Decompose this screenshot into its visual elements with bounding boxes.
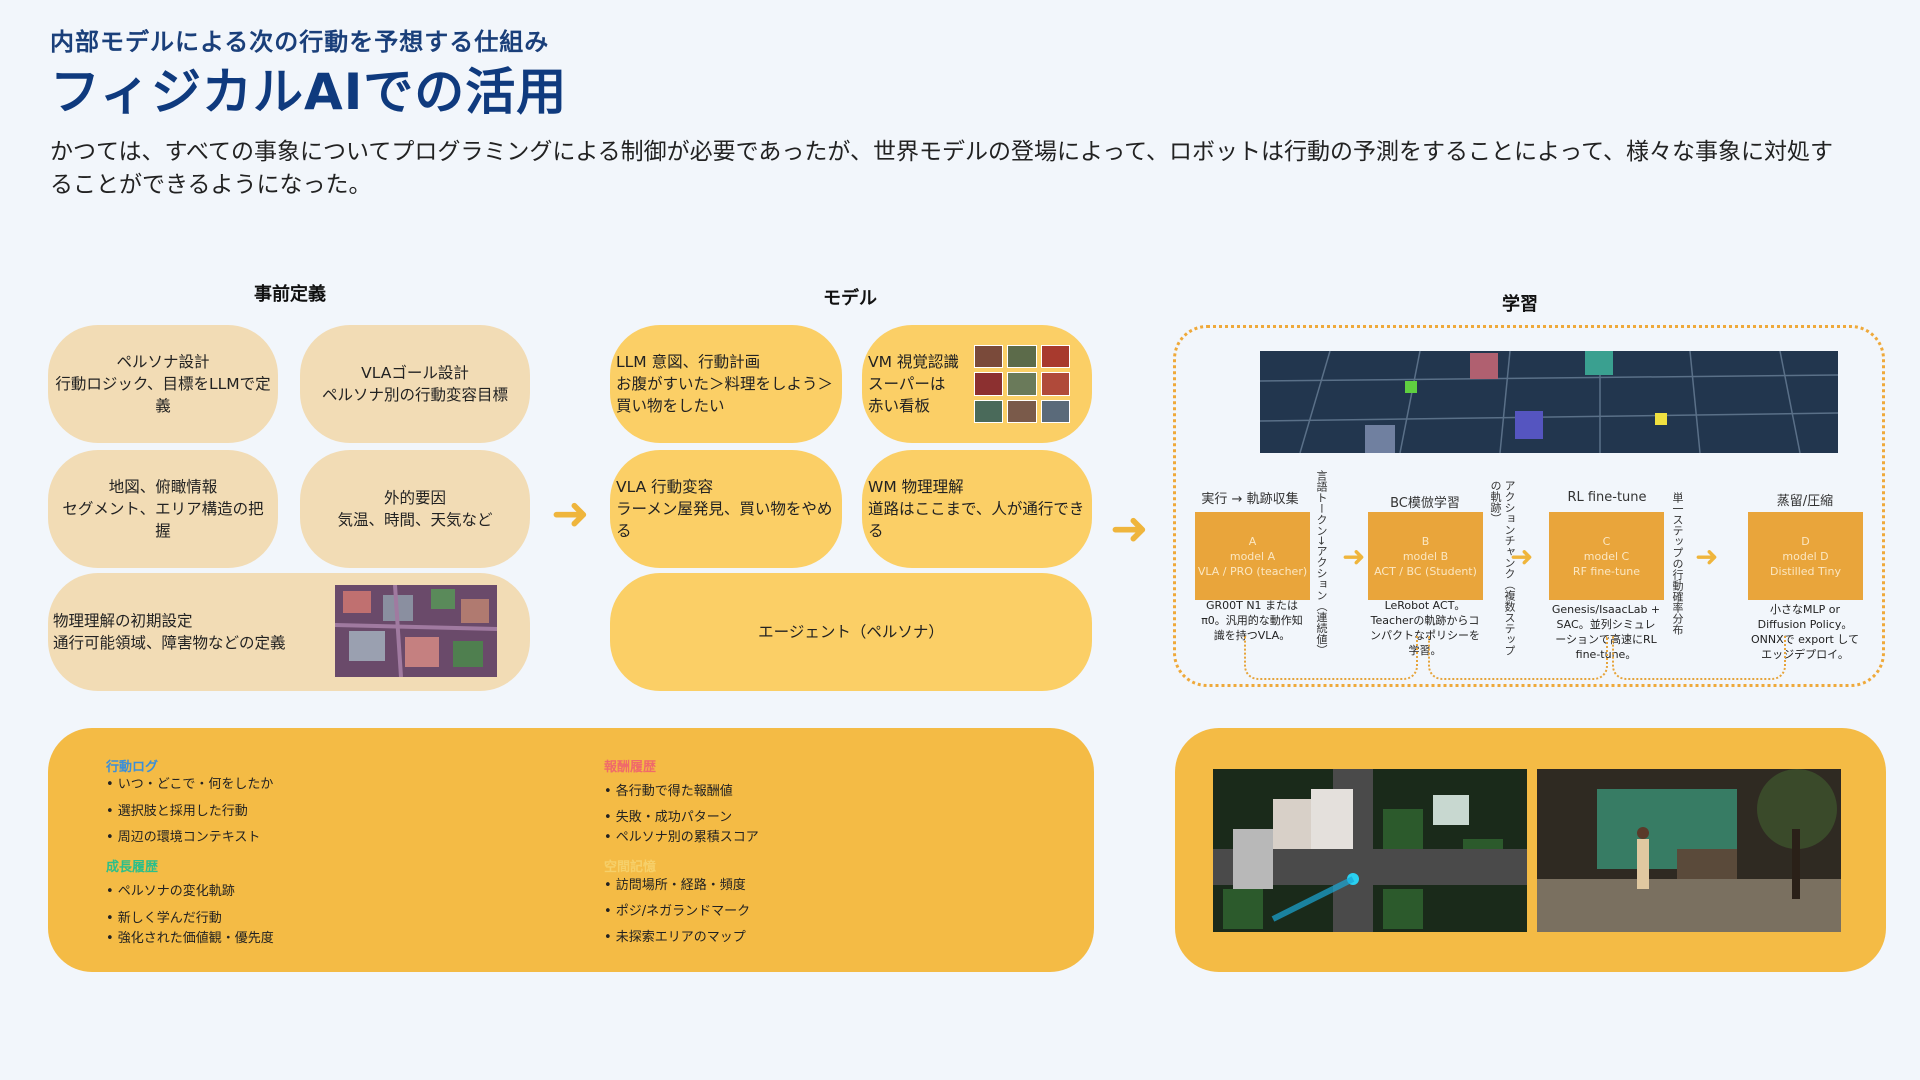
- stage-b-heading: BC模倣学習: [1390, 496, 1460, 511]
- model-a-box: A model A VLA / PRO (teacher): [1195, 512, 1310, 600]
- memory-item: • ペルソナの変化軌跡: [106, 884, 235, 899]
- model-c-box: C model C RF fine-tune: [1549, 512, 1664, 600]
- memory-item: • 周辺の環境コンテキスト: [106, 830, 261, 845]
- stage-a-description: GR00T N1 または π0。汎用的な動作知 識を持つVLA。: [1201, 599, 1303, 642]
- memory-item: • 各行動で得た報酬値: [604, 784, 733, 799]
- storefront-thumbnails-image: [974, 345, 1070, 423]
- section-heading-model: モデル: [823, 288, 877, 309]
- memory-item: • 強化された価値観・優先度: [106, 931, 274, 946]
- memory-item: • ペルソナ別の累積スコア: [604, 830, 759, 845]
- predef-map-info: 地図、俯瞰情報 セグメント、エリア構造の把握: [48, 450, 278, 568]
- memory-item: • 訪問場所・経路・頻度: [604, 878, 746, 893]
- memory-reward-title: 報酬履歴: [604, 760, 657, 775]
- city-simulation-image: [1213, 769, 1527, 932]
- memory-item: • 失敗・成功パターン: [604, 810, 733, 825]
- aerial-map-image: [335, 585, 497, 677]
- arrow-a-to-b-icon: ➜: [1342, 540, 1366, 573]
- label-action-chunk: アクションチャンク（複数ステップの軌跡）: [1489, 480, 1516, 656]
- predef-external-factors: 外的要因 気温、時間、天気など: [300, 450, 530, 568]
- feedback-loop-a-b: [1244, 636, 1418, 680]
- section-heading-learn: 学習: [1502, 294, 1538, 315]
- model-b-box: B model B ACT / BC (Student): [1368, 512, 1483, 600]
- memory-panel: [48, 728, 1094, 972]
- street-scene-image: [1537, 769, 1841, 932]
- model-vm: VM 視覚認識 スーパーは 赤い看板: [862, 325, 1092, 443]
- predef-persona-design: ペルソナ設計 行動ロジック、目標をLLMで定義: [48, 325, 278, 443]
- memory-item: • ポジ/ネガランドマーク: [604, 904, 751, 919]
- label-token-to-action: 言語トークン→アクション（連続値）: [1315, 470, 1328, 656]
- memory-item: • いつ・どこで・何をしたか: [106, 777, 274, 792]
- model-d-box: D model D Distilled Tiny: [1748, 512, 1863, 600]
- stage-b-description: LeRobot ACT。 Teacherの軌跡からコ ンパクトなポリシーを 学習…: [1370, 599, 1480, 657]
- label-step-distribution: 単一ステップの行動確率分布: [1671, 492, 1684, 635]
- arrow-c-to-d-icon: ➜: [1695, 540, 1719, 573]
- arrow-predef-to-model-icon: ➜: [551, 486, 590, 540]
- model-llm: LLM 意図、行動計画 お腹がすいた＞料理をしよう＞買い物をしたい: [610, 325, 842, 443]
- learning-pipeline-box: [1173, 325, 1885, 687]
- memory-action-log-title: 行動ログ: [106, 760, 159, 775]
- page-subtitle: 内部モデルによる次の行動を予想する仕組み: [50, 28, 550, 56]
- predef-physics-setup: 物理理解の初期設定 通行可能領域、障害物などの定義: [48, 573, 530, 691]
- memory-item: • 新しく学んだ行動: [106, 911, 222, 926]
- stage-d-heading: 蒸留/圧縮: [1776, 494, 1834, 509]
- arrow-model-to-learn-icon: ➜: [1110, 501, 1149, 555]
- feedback-loop-b-c: [1428, 636, 1608, 680]
- feedback-loop-c-d: [1612, 636, 1786, 680]
- memory-item: • 選択肢と採用した行動: [106, 804, 248, 819]
- model-wm: WM 物理理解 道路はここまで、人が通行できる: [862, 450, 1092, 568]
- stage-a-heading: 実行 → 軌跡収集: [1201, 492, 1299, 507]
- memory-growth-title: 成長履歴: [106, 860, 159, 875]
- simulation-grid-image: [1260, 351, 1838, 453]
- stage-c-heading: RL fine-tune: [1567, 490, 1647, 505]
- predef-vla-goal: VLAゴール設計 ペルソナ別の行動変容目標: [300, 325, 530, 443]
- memory-item: • 未探索エリアのマップ: [604, 930, 746, 945]
- lead-paragraph: かつては、すべての事象についてプログラミングによる制御が必要であったが、世界モデ…: [50, 139, 1833, 198]
- page-title: フィジカルAIでの活用: [50, 63, 568, 121]
- section-heading-predef: 事前定義: [254, 284, 326, 305]
- arrow-b-to-c-icon: ➜: [1510, 540, 1534, 573]
- memory-spatial-title: 空間記憶: [604, 860, 657, 875]
- model-agent: エージェント（ペルソナ）: [610, 573, 1092, 691]
- model-vla: VLA 行動変容 ラーメン屋発見、買い物をやめる: [610, 450, 842, 568]
